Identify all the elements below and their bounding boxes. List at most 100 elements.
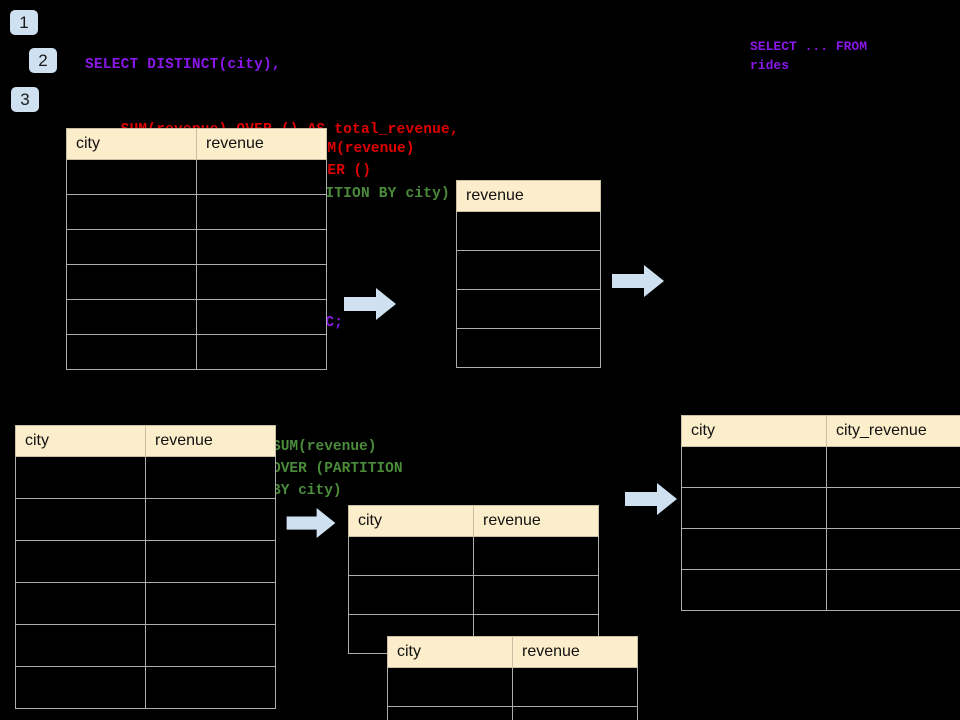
cell-revenue bbox=[512, 667, 638, 707]
cell-city bbox=[387, 706, 513, 720]
table-row bbox=[456, 250, 601, 290]
step-badge-3: 3 bbox=[11, 87, 39, 112]
table-header-row: city revenue bbox=[348, 505, 599, 537]
cell-city bbox=[66, 264, 197, 300]
column-header-revenue: revenue bbox=[512, 636, 638, 668]
cell-revenue bbox=[456, 211, 601, 251]
column-header-city: city bbox=[387, 636, 513, 668]
table-row bbox=[66, 194, 327, 230]
cell-revenue bbox=[473, 575, 599, 615]
table-header-row: city revenue bbox=[66, 128, 327, 160]
cell-city bbox=[681, 528, 827, 570]
table-row bbox=[681, 569, 960, 611]
table-row bbox=[681, 528, 960, 570]
table-header-row: city revenue bbox=[387, 636, 638, 668]
cell-revenue bbox=[145, 582, 276, 625]
cell-city bbox=[681, 569, 827, 611]
cell-revenue bbox=[145, 498, 276, 541]
table-row bbox=[15, 624, 276, 667]
cell-city bbox=[66, 229, 197, 265]
table-header-row: revenue bbox=[456, 180, 601, 212]
table-row bbox=[456, 289, 601, 329]
step-badge-1: 1 bbox=[10, 10, 38, 35]
cell-city bbox=[15, 582, 146, 625]
rides-source-table-lower: city revenue bbox=[15, 425, 276, 709]
cell-revenue bbox=[456, 328, 601, 368]
arrow-source-to-total bbox=[344, 288, 396, 320]
result-table: city city_revenue bbox=[681, 415, 960, 611]
table-row bbox=[66, 159, 327, 195]
cell-revenue bbox=[196, 194, 327, 230]
table-row bbox=[15, 666, 276, 709]
table-row bbox=[348, 575, 599, 615]
rides-source-table: city revenue bbox=[66, 128, 327, 370]
column-header-revenue: revenue bbox=[145, 425, 276, 457]
cell-city bbox=[15, 456, 146, 499]
annotation-sum-over-partition: SUM(revenue) OVER (PARTITION BY city) bbox=[272, 439, 403, 499]
table-row bbox=[681, 487, 960, 529]
cell-city bbox=[66, 334, 197, 370]
table-row bbox=[66, 264, 327, 300]
table-row bbox=[15, 498, 276, 541]
cell-revenue bbox=[145, 666, 276, 709]
cell-city bbox=[66, 159, 197, 195]
column-header-revenue: revenue bbox=[456, 180, 601, 212]
cell-city bbox=[681, 446, 827, 488]
cell-city bbox=[66, 194, 197, 230]
cell-revenue bbox=[196, 299, 327, 335]
cell-revenue bbox=[196, 334, 327, 370]
cell-city bbox=[66, 299, 197, 335]
cell-city bbox=[348, 536, 474, 576]
cell-revenue bbox=[512, 706, 638, 720]
table-row bbox=[15, 456, 276, 499]
cell-revenue bbox=[456, 289, 601, 329]
table-header-row: city city_revenue bbox=[681, 415, 960, 447]
table-header-row: city revenue bbox=[15, 425, 276, 457]
step-badge-2: 2 bbox=[29, 48, 57, 73]
partition-group-table-front: city revenue bbox=[387, 636, 638, 720]
column-header-city: city bbox=[348, 505, 474, 537]
table-row bbox=[66, 334, 327, 370]
table-row bbox=[15, 540, 276, 583]
cell-city bbox=[681, 487, 827, 529]
cell-revenue bbox=[196, 229, 327, 265]
table-row bbox=[66, 229, 327, 265]
column-header-city: city bbox=[15, 425, 146, 457]
total-revenue-table: revenue bbox=[456, 180, 601, 368]
table-row bbox=[681, 446, 960, 488]
cell-city bbox=[15, 624, 146, 667]
arrow-source-to-partition bbox=[286, 508, 336, 538]
cell-revenue bbox=[456, 250, 601, 290]
cell-revenue bbox=[196, 159, 327, 195]
sql-line-1: SELECT DISTINCT(city), bbox=[85, 57, 281, 73]
annotation-select-from-rides: SELECT ... FROM rides bbox=[750, 39, 868, 73]
cell-city-revenue bbox=[826, 487, 960, 529]
column-header-revenue: revenue bbox=[196, 128, 327, 160]
cell-revenue bbox=[473, 536, 599, 576]
table-row bbox=[456, 211, 601, 251]
cell-revenue bbox=[196, 264, 327, 300]
column-header-city: city bbox=[66, 128, 197, 160]
cell-city bbox=[348, 575, 474, 615]
cell-city-revenue bbox=[826, 569, 960, 611]
cell-city-revenue bbox=[826, 528, 960, 570]
partition-group-table-back: city revenue bbox=[348, 505, 599, 654]
cell-city bbox=[15, 540, 146, 583]
table-row bbox=[456, 328, 601, 368]
table-row bbox=[348, 536, 599, 576]
table-row bbox=[387, 706, 638, 720]
cell-city bbox=[15, 666, 146, 709]
cell-revenue bbox=[145, 624, 276, 667]
cell-city-revenue bbox=[826, 446, 960, 488]
cell-revenue bbox=[145, 540, 276, 583]
table-row bbox=[15, 582, 276, 625]
arrow-total-to-result bbox=[612, 265, 664, 297]
column-header-city: city bbox=[681, 415, 827, 447]
arrow-partition-to-result bbox=[625, 483, 677, 515]
table-row bbox=[387, 667, 638, 707]
column-header-city-revenue: city_revenue bbox=[826, 415, 960, 447]
column-header-revenue: revenue bbox=[473, 505, 599, 537]
cell-revenue bbox=[145, 456, 276, 499]
table-row bbox=[66, 299, 327, 335]
